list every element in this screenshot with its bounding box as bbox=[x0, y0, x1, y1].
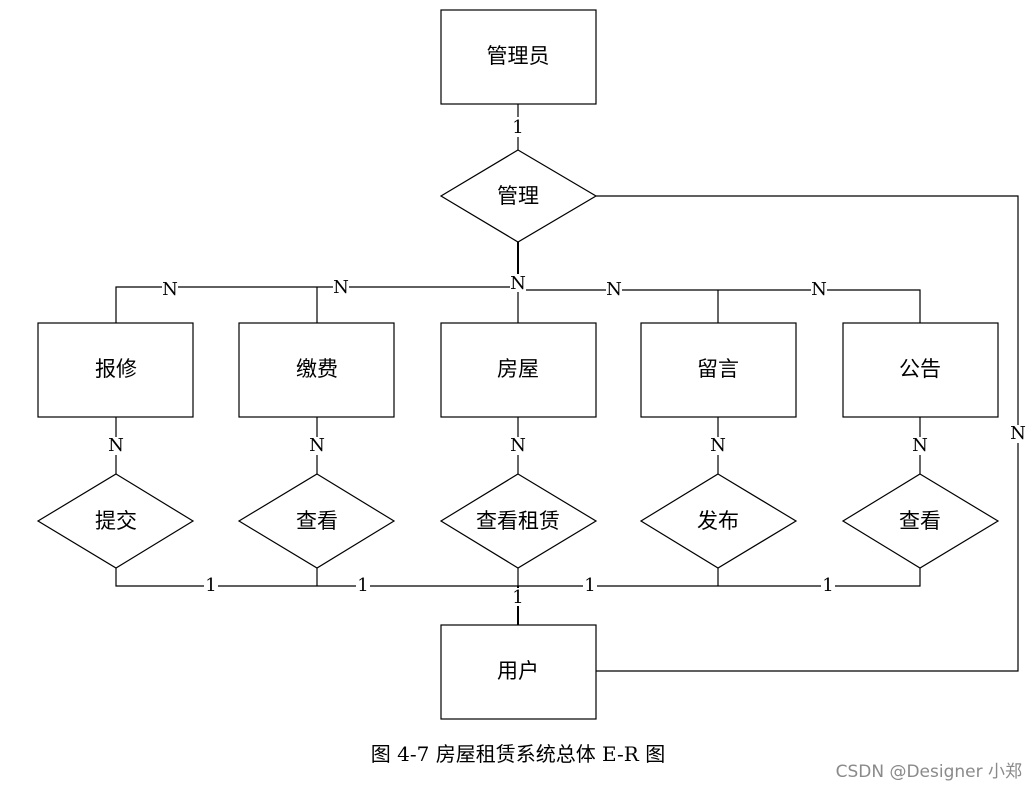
cardinality-manage-user: N bbox=[1010, 423, 1026, 444]
entity-payment: 缴费 bbox=[238, 322, 395, 418]
cardinality-admin-manage: 1 bbox=[512, 117, 523, 138]
cardinality-manage-house: N bbox=[510, 273, 526, 294]
cardinality-manage-payment: N bbox=[333, 277, 349, 298]
relationship-view-notice: 查看 bbox=[841, 473, 1000, 569]
entity-house-label: 房屋 bbox=[497, 357, 539, 381]
relationship-view-notice-label: 查看 bbox=[899, 509, 941, 533]
cardinality-payment-view: N bbox=[309, 435, 325, 456]
cardinality-view-rent-user: 1 bbox=[512, 587, 523, 608]
watermark: CSDN @Designer 小郑 bbox=[835, 762, 1022, 782]
figure-caption: 图 4-7 房屋租赁系统总体 E-R 图 bbox=[370, 742, 666, 766]
relationship-view-rent-label: 查看租赁 bbox=[476, 509, 560, 533]
cardinality-submit-user: 1 bbox=[205, 575, 216, 596]
entity-admin: 管理员 bbox=[440, 9, 597, 105]
relationship-submit: 提交 bbox=[36, 473, 195, 569]
cardinality-labels: 1 N N N N N N N N N N N 1 1 1 1 1 bbox=[108, 117, 1026, 608]
cardinality-view-notice-user: 1 bbox=[822, 575, 833, 596]
cardinality-view-payment-user: 1 bbox=[357, 575, 368, 596]
relationship-view-payment: 查看 bbox=[237, 473, 396, 569]
entity-message-label: 留言 bbox=[697, 357, 739, 381]
cardinality-manage-message: N bbox=[606, 279, 622, 300]
entity-payment-label: 缴费 bbox=[296, 357, 338, 381]
cardinality-repair-submit: N bbox=[108, 435, 124, 456]
relationship-manage-label: 管理 bbox=[497, 184, 539, 208]
cardinality-notice-view: N bbox=[912, 435, 928, 456]
cardinality-manage-notice: N bbox=[811, 279, 827, 300]
relationship-submit-label: 提交 bbox=[95, 509, 137, 533]
entity-message: 留言 bbox=[640, 322, 797, 418]
entity-user: 用户 bbox=[440, 624, 597, 720]
cardinality-manage-repair: N bbox=[162, 279, 178, 300]
cardinality-message-publish: N bbox=[710, 435, 726, 456]
entity-user-label: 用户 bbox=[497, 659, 539, 683]
entity-house: 房屋 bbox=[440, 322, 597, 418]
entity-notice: 公告 bbox=[842, 322, 999, 418]
relationship-view-payment-label: 查看 bbox=[296, 509, 338, 533]
cardinality-publish-user: 1 bbox=[584, 575, 595, 596]
relationship-manage: 管理 bbox=[439, 149, 598, 243]
cardinality-house-view-rent: N bbox=[510, 435, 526, 456]
entity-admin-label: 管理员 bbox=[487, 44, 550, 68]
relationship-view-rent: 查看租赁 bbox=[439, 473, 598, 569]
entity-repair-label: 报修 bbox=[95, 357, 137, 381]
relationship-publish-label: 发布 bbox=[697, 509, 739, 533]
entity-repair: 报修 bbox=[37, 322, 194, 418]
relationship-publish: 发布 bbox=[639, 473, 798, 569]
entity-notice-label: 公告 bbox=[899, 357, 941, 381]
